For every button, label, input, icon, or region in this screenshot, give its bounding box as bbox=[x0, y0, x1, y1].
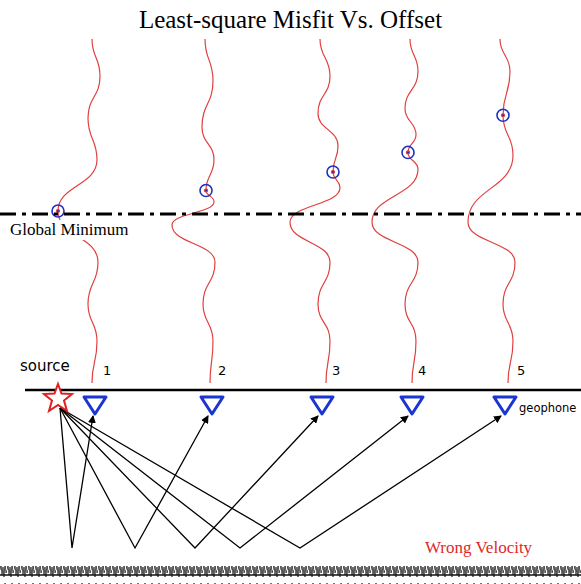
global-minimum-line bbox=[0, 213, 581, 216]
axis-note: Global Minimum bbox=[8, 220, 131, 240]
marker-dots bbox=[56, 114, 504, 213]
geophone-symbol bbox=[401, 397, 423, 414]
misfit-curve bbox=[372, 39, 418, 383]
surface-line bbox=[25, 389, 581, 392]
callout-number: 5 bbox=[515, 364, 527, 379]
reflector-noise bbox=[0, 566, 581, 584]
misfit-curve bbox=[172, 39, 215, 383]
callout-number: 3 bbox=[330, 364, 342, 379]
misfit-curve bbox=[290, 39, 340, 383]
marker-dot bbox=[406, 151, 409, 154]
callout-number: 4 bbox=[416, 364, 428, 379]
ray-paths bbox=[60, 408, 501, 548]
geophone-label: geophone bbox=[519, 402, 576, 415]
source-label: source bbox=[20, 358, 70, 375]
ray-path bbox=[60, 408, 408, 548]
layer-label: Wrong Velocity bbox=[425, 538, 532, 558]
source-star bbox=[44, 384, 72, 411]
geophone-symbol bbox=[311, 397, 333, 414]
diagram-title: Least-square Misfit Vs. Offset bbox=[0, 6, 581, 35]
minimum-markers bbox=[52, 109, 509, 217]
misfit-marker bbox=[327, 166, 339, 178]
callout-number: 2 bbox=[216, 364, 228, 379]
geophone-symbol bbox=[84, 397, 106, 414]
marker-dot bbox=[331, 170, 334, 173]
misfit-curves bbox=[52, 39, 515, 383]
misfit-curve bbox=[468, 39, 515, 383]
reflector-line bbox=[0, 574, 581, 576]
geophone-symbol bbox=[494, 397, 516, 414]
geophones bbox=[84, 397, 516, 414]
ray-path bbox=[60, 408, 208, 548]
ray-path bbox=[60, 408, 318, 548]
misfit-marker bbox=[497, 109, 509, 121]
misfit-marker bbox=[402, 146, 414, 158]
marker-dot bbox=[204, 189, 207, 192]
misfit-marker bbox=[200, 184, 212, 196]
ray-path bbox=[60, 408, 501, 548]
marker-dot bbox=[56, 210, 59, 213]
marker-dot bbox=[501, 114, 504, 117]
geophone-symbol bbox=[201, 397, 223, 414]
callout-number: 1 bbox=[101, 364, 113, 379]
